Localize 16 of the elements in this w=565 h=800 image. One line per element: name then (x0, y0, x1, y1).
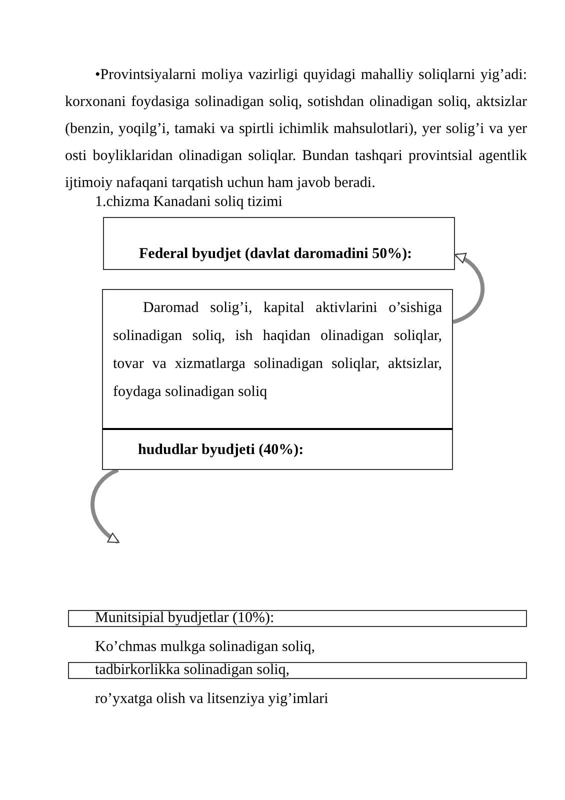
curved-arrow (452, 253, 485, 324)
box-heading: hududlar byudjeti (40%): (138, 441, 305, 460)
figure-caption: 1.chizma Kanadani soliq tizimi (95, 193, 284, 212)
budget-box (103, 217, 455, 270)
box-text: Munitsipial byudjetlar (10%): (95, 611, 276, 626)
tax-item-box (68, 662, 527, 679)
box-text: Daromad solig’i, kapital aktivlarini o’sishiga solinadigan soliq, ish haqidan olinadigan soliqlar, tovar va xizmatlarga solinadigan soliqlar, aktsizlar, foydaga solinadigan soliq (113, 299, 442, 402)
tax-list-box (102, 289, 453, 429)
curved-arrow (90, 468, 120, 544)
box-text: tadbirkorlikka solinadigan soliq, (95, 663, 291, 678)
tax-item-text: Ko’chmas mulkga solinadigan soliq, (95, 638, 316, 657)
body-paragraph: •Provintsiyalarni moliya vazirligi quyidagi mahalliy soliqlarni yig’adi: korxonani foydasiga solinadigan soliq, sotishdan olinadigan soliq, aktsizlar (benzin, yoqilg’i, tamaki va spirtli ichimlik mahsulotlari), yer solig’i va yer osti boyliklaridan olinadigan soliqlar. Bundan tashqari provintsial agentlik ijtimoiy nafaqani tarqatish uchun ham javob beradi. (65, 66, 527, 193)
box-heading: Federal byudjet (davlat daromadini 50%): (139, 245, 414, 264)
budget-box (102, 428, 453, 470)
budget-box (68, 610, 527, 627)
tax-item-text: ro’yxatga olish va litsenziya yig’imlari (95, 690, 330, 709)
